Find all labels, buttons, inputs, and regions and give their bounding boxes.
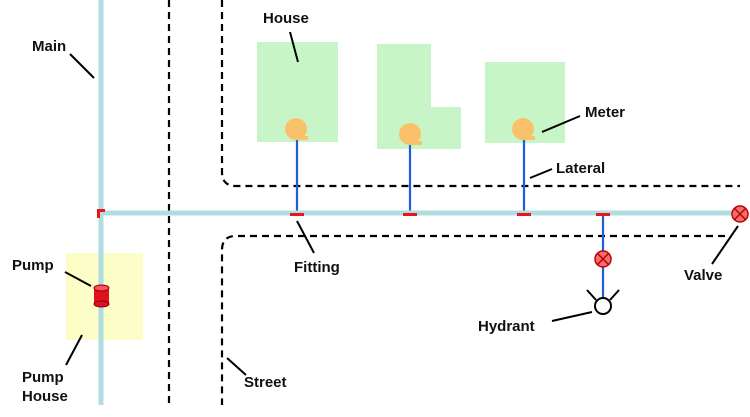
pump-label: Pump xyxy=(12,257,54,274)
house-2 xyxy=(377,44,461,149)
fitting-label: Fitting xyxy=(294,259,340,276)
pump-icon xyxy=(93,284,110,308)
street-edge-upper xyxy=(220,0,740,188)
pump-house-label-line2: House xyxy=(22,388,68,405)
fitting-icon xyxy=(596,213,610,216)
street-leader xyxy=(226,357,247,376)
fitting-leader xyxy=(296,220,315,254)
hydrant-leader xyxy=(551,311,593,322)
fitting-icon xyxy=(403,213,417,216)
street-label: Street xyxy=(244,374,287,391)
pump-house-label-line1: Pump xyxy=(22,369,64,386)
meter-icon xyxy=(285,118,308,140)
lateral-label: Lateral xyxy=(556,160,605,177)
hydrant-icon xyxy=(586,289,620,315)
valve-icon xyxy=(594,250,612,268)
house-label: House xyxy=(263,10,309,27)
valve-leader xyxy=(711,225,739,265)
valve-icon xyxy=(731,205,749,223)
pump-leader xyxy=(64,271,92,287)
meter-leader xyxy=(541,115,581,133)
main-leader xyxy=(69,53,95,79)
meter-icon xyxy=(399,123,422,145)
lateral-leader xyxy=(529,168,553,179)
hydrant-label: Hydrant xyxy=(478,318,535,335)
pump-house-leader xyxy=(65,334,83,366)
meter-label: Meter xyxy=(585,104,625,121)
meter-icon xyxy=(512,118,535,140)
fitting-icon xyxy=(517,213,531,216)
fitting-icon xyxy=(290,213,304,216)
valve-label: Valve xyxy=(684,267,722,284)
fitting-icon xyxy=(97,209,105,218)
house-leader xyxy=(289,31,299,63)
main-label: Main xyxy=(32,38,66,55)
